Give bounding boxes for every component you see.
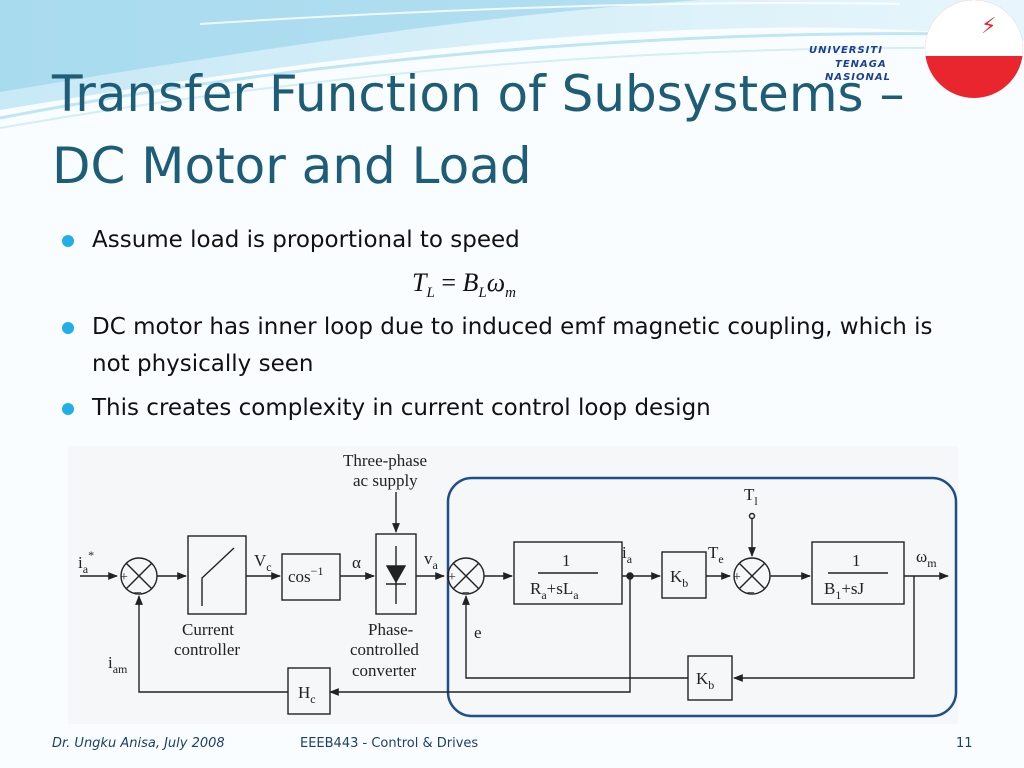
bullet-text: Assume load is proportional to speed [92, 227, 520, 253]
bullet-dot-icon [62, 235, 74, 247]
svg-text:Hc: Hc [298, 683, 316, 706]
svg-text:Ra+sLa: Ra+sLa [530, 579, 579, 602]
svg-text:+: + [733, 570, 741, 585]
converter-label-2: controlled [350, 640, 419, 659]
svg-text:ωm: ωm [916, 547, 937, 570]
current-controller-label-1: Current [182, 620, 234, 639]
logo-disc [925, 0, 1023, 98]
footer-author: Dr. Ungku Anisa, July 2008 [52, 736, 225, 751]
converter-label-1: Phase- [368, 620, 414, 639]
svg-text:e: e [474, 623, 482, 642]
logo-word-3: NASIONAL [825, 72, 892, 83]
converter-label-3: converter [352, 661, 417, 680]
current-controller-label-2: controller [174, 640, 240, 659]
university-logo: ⚡ UNIVERSITI TENAGA NASIONAL [805, 0, 1024, 100]
supply-label-1: Three-phase [343, 451, 427, 470]
supply-label-2: ac supply [353, 471, 418, 490]
title-line-1: Transfer Function of Subsystems – [52, 65, 905, 123]
svg-text:va: va [424, 549, 439, 572]
svg-text:Te: Te [708, 543, 724, 566]
svg-text:Kb: Kb [696, 669, 714, 692]
converter-block [375, 533, 417, 615]
svg-text:ia: ia [622, 543, 633, 566]
bullet-list: Assume load is proportional to speed DC … [58, 222, 958, 427]
logo-word-2: TENAGA [835, 59, 887, 70]
svg-text:Vc: Vc [254, 551, 272, 574]
svg-text:Kb: Kb [670, 567, 688, 590]
current-controller-block [187, 535, 247, 615]
page-number: 11 [956, 736, 973, 751]
svg-text:−: − [134, 586, 142, 601]
kb-forward-block [661, 551, 707, 599]
bullet-text: This creates complexity in current contr… [92, 395, 711, 421]
motor-highlight-box [446, 476, 958, 718]
svg-text:B1+sJ: B1+sJ [824, 579, 865, 602]
page-title: Transfer Function of Subsystems – DC Mot… [52, 58, 904, 202]
svg-text:−: − [747, 586, 755, 601]
block-diagram: Three-phase ac supply ia* + − Current co… [68, 446, 958, 724]
title-line-2: DC Motor and Load [52, 137, 532, 195]
cos-inverse-block [281, 553, 341, 601]
bullet-item: DC motor has inner loop due to induced e… [58, 309, 958, 383]
svg-text:ia*: ia* [78, 548, 94, 576]
svg-text:iam: iam [108, 653, 128, 676]
svg-text:+: + [448, 570, 456, 585]
svg-text:α: α [352, 553, 361, 572]
bullet-dot-icon [62, 322, 74, 334]
mechanical-block [811, 541, 905, 605]
bullet-dot-icon [62, 403, 74, 415]
lightning-icon: ⚡ [981, 14, 997, 39]
bullet-item: Assume load is proportional to speed [58, 222, 958, 259]
svg-text:−: − [462, 586, 470, 601]
bullet-item: This creates complexity in current contr… [58, 390, 958, 427]
svg-text:1: 1 [562, 551, 571, 570]
logo-word-1: UNIVERSITI [809, 45, 883, 56]
footer-course: EEEB443 - Control & Drives [300, 736, 479, 751]
svg-text:1: 1 [852, 551, 861, 570]
svg-text:cos−1: cos−1 [288, 564, 323, 586]
bullet-text: DC motor has inner loop due to induced e… [92, 314, 933, 377]
armature-block [513, 541, 623, 605]
load-torque-formula: TL = BLωm [412, 268, 516, 302]
svg-text:Tl: Tl [744, 485, 758, 508]
svg-text:+: + [120, 570, 128, 585]
hc-block [287, 667, 331, 715]
